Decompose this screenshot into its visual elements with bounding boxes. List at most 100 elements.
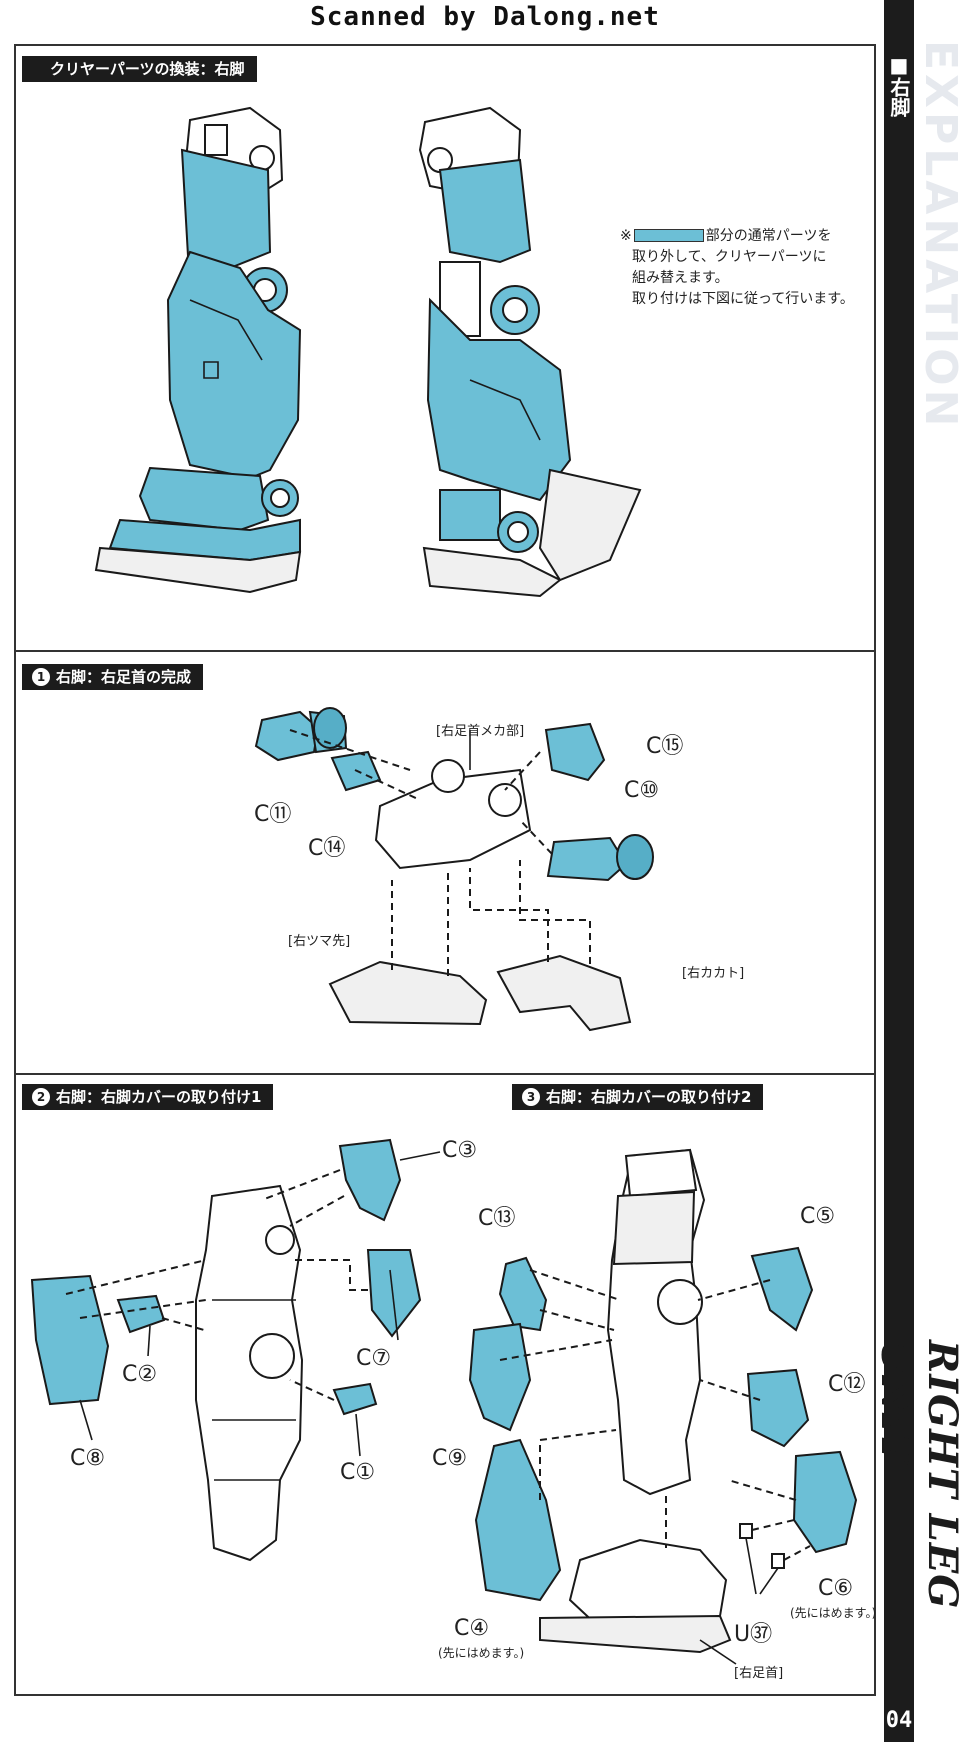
part-c11-ring [313,707,347,749]
step3-title: 3 右脚：右脚カバーの取り付け2 [512,1084,764,1110]
step3-knee-joint [657,1279,703,1325]
calf-armor-back [426,297,572,502]
part-c9-label: C⑨ [432,1446,467,1471]
side-strip [884,0,914,1742]
arrow-c8-2 [79,1299,207,1319]
shin-line-1 [189,299,263,361]
assembly-illustrations [30,106,858,1665]
part-c10-ring [616,834,654,880]
arrow-c8-1 [65,1259,207,1295]
arrow-u37-a [751,1519,795,1531]
part-letter: C [70,1446,86,1471]
section-title-text: クリヤーパーツの換装：右脚 [50,60,245,78]
arrow-c6 [727,1479,797,1501]
arrow-c15 [504,751,541,791]
label-ankle-mech: [右足首メカ部] [436,724,525,739]
part-c11-shape [254,710,320,762]
note-line-1: ※ 部分の通常パーツを [620,226,870,247]
frame-joint-1 [265,1225,295,1255]
part-letter: C [432,1446,448,1471]
part-c1-shape [332,1382,378,1416]
part-number: ⑫ [843,1372,866,1397]
calf-line-1 [469,379,541,441]
part-letter: C [442,1138,458,1163]
label-heel: [右カカト] [682,966,745,981]
part-letter: U [734,1622,751,1647]
step2-number: 2 [32,1088,50,1106]
toe-part-shape [328,960,488,1026]
part-c15-shape [544,722,606,782]
part-c5-shape [750,1246,814,1332]
part-c11-label: C⑪ [254,796,291,828]
ankle-cover-front [138,466,270,532]
leg-view-front [94,106,302,594]
knee-detail-1 [204,124,228,156]
part-number: ⑭ [323,836,346,861]
part-c10-label: C⑩ [624,778,659,803]
step3-number: 3 [522,1088,540,1106]
leader-c7 [389,1269,399,1341]
part-letter: C [624,778,640,803]
part-number: ⑦ [371,1346,392,1371]
part-u37-label: U㊲ [734,1616,772,1648]
part-number: ⑥ [833,1576,854,1601]
frame-lines [212,1299,296,1481]
part-number: ⑩ [639,778,660,803]
frame-joint-2 [249,1333,295,1379]
arrow-u37-b [783,1545,811,1561]
step3-illustration [468,1148,858,1665]
part-letter: C [828,1372,844,1397]
leg-frame-step2 [195,1184,304,1562]
heel-part-shape [496,954,632,1032]
step3-title-text: 右脚：右脚カバーの取り付け2 [546,1088,752,1106]
part-number: ⑮ [661,734,684,759]
scan-credit: Scanned by Dalong.net [310,2,660,32]
leader-c1 [355,1413,361,1457]
step2-illustration [30,1138,441,1562]
part-c2-shape [116,1294,166,1334]
label-right-ankle: [右足首] [734,1666,784,1681]
part-c2-label: C② [122,1362,157,1387]
leader-u37 [745,1537,779,1595]
arrow-heel-2 [519,860,591,964]
part-letter: C [340,1460,356,1485]
label-toe: [右ツマ先] [288,934,351,949]
shin-armor-front [166,250,302,480]
part-c7-label: C⑦ [356,1346,391,1371]
note-line-1-text: 部分の通常パーツを [705,228,832,244]
arrow-c4 [539,1429,617,1500]
c4-note: (先にはめます。) [438,1646,525,1660]
ankle-mech-cylinder [431,759,465,793]
section-divider-1 [16,650,874,652]
part-letter: C [122,1362,138,1387]
arrow-c1 [289,1379,335,1401]
ankle-joint-hole [270,488,290,508]
note-line-2: 取り外して、クリヤーパーツに [632,249,827,265]
ankle-joint-back-hole [507,521,529,543]
part-number: ㊲ [750,1622,773,1647]
page-number: 04 [884,1700,914,1742]
part-letter: C [646,734,662,759]
part-c13-label: C⑬ [478,1200,515,1232]
part-c9-shape [468,1322,532,1432]
part-c8-shape [30,1274,110,1406]
part-letter: C [454,1616,470,1641]
step2-title-text: 右脚：右脚カバーの取り付け1 [56,1088,262,1106]
knee-joint-back-hole [502,297,528,323]
part-number: ⑨ [447,1446,468,1471]
clear-parts-note: ※部分の通常パーツを 取り外して、クリヤーパーツに 組み替えます。 取り付けは下… [620,226,870,310]
part-c13-shape [498,1256,548,1332]
part-c15-label: C⑮ [646,728,683,760]
leader-foot [699,1639,737,1665]
part-u37-b [771,1553,785,1569]
part-number: ③ [457,1138,478,1163]
step1-number: 1 [32,668,50,686]
note-prefix: ※ [620,228,632,244]
part-c8-label: C⑧ [70,1446,105,1471]
note-line-4: 取り付けは下図に従って行います。 [632,291,854,307]
arrow-c5 [697,1279,771,1301]
part-letter: C [356,1346,372,1371]
part-number: ② [137,1362,158,1387]
part-number: ⑪ [269,802,292,827]
toe-sole-back [538,468,642,582]
